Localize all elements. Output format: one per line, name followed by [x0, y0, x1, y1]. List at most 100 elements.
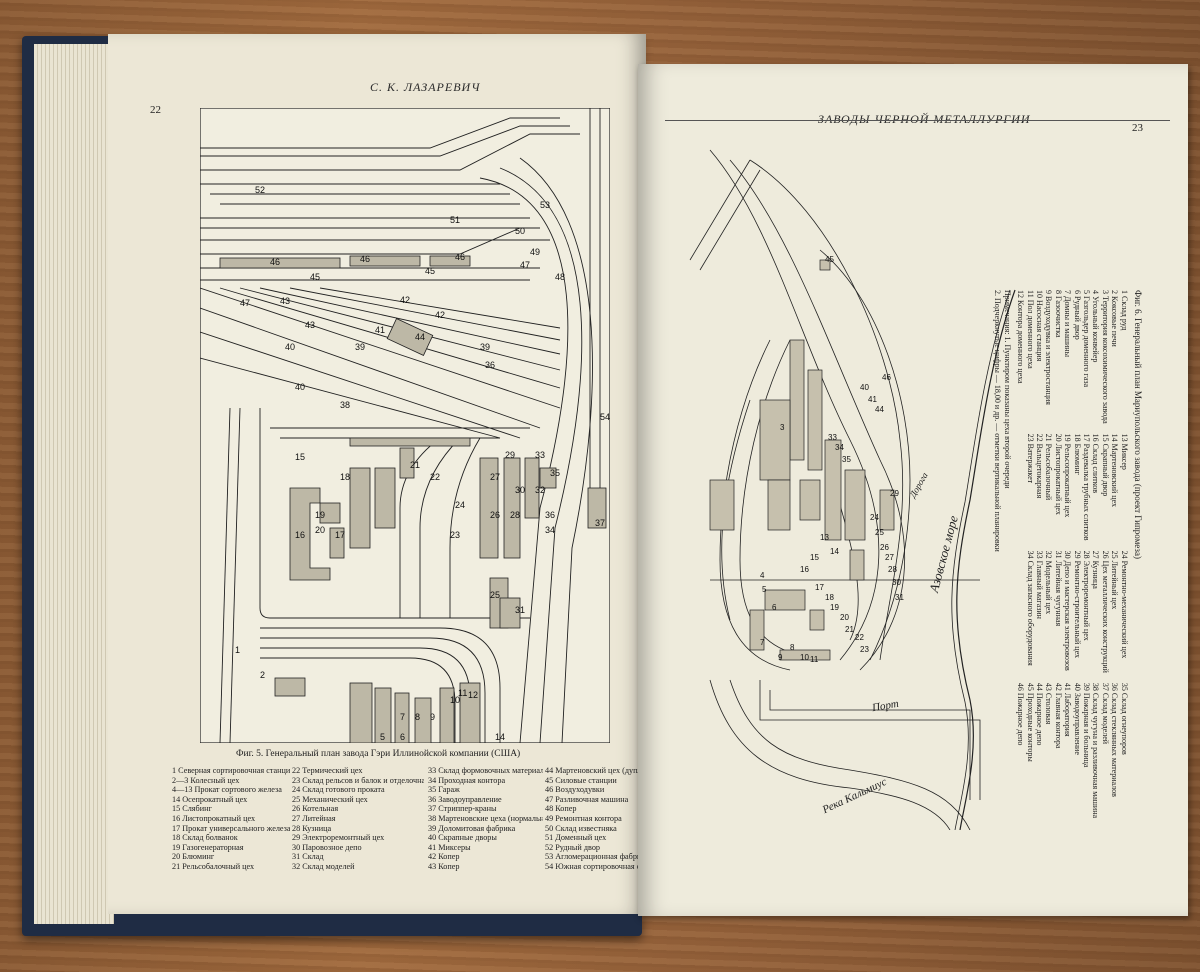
left-plan-number: 14: [495, 732, 505, 742]
left-plan-number: 38: [340, 400, 350, 410]
left-plan-number: 5: [380, 732, 385, 742]
right-figure-caption: Фиг. 6. Генеральный план Мариупольского …: [1133, 290, 1143, 559]
left-plan-number: 8: [415, 712, 420, 722]
right-legend-item: 15 Скрапный двор: [1100, 433, 1110, 497]
right-plan-number: 15: [810, 553, 819, 562]
left-legend-item: 41 Миксеры: [428, 842, 471, 852]
right-legend-item: 43 Столовая: [1044, 682, 1054, 725]
right-plan-number: 23: [860, 645, 869, 654]
left-plan-number: 39: [355, 342, 365, 352]
right-legend-item: 40 Заводоуправление: [1072, 682, 1082, 755]
left-legend-item: 35 Гараж: [428, 785, 460, 795]
left-plan-number: 6: [400, 732, 405, 742]
left-legend-item: 27 Литейная: [292, 813, 336, 823]
right-note: 2. Подчеркнутые цифры — 18,00 и др. — от…: [993, 290, 1003, 552]
right-plan-number: 4: [760, 571, 765, 580]
right-plan-number: 40: [860, 383, 869, 392]
left-legend-item: 48 Копер: [545, 804, 577, 814]
right-legend-item: 21 Рельсобалочный: [1044, 433, 1054, 501]
right-legend-item: 9 Воздуходувка и электростанция: [1044, 290, 1054, 405]
left-legend-item: 47 Разливочная машина: [545, 794, 629, 804]
right-plan-number: 20: [840, 613, 849, 622]
left-plan-number: 42: [435, 310, 445, 320]
left-plan-number: 10: [450, 695, 460, 705]
left-legend-item: 53 Агломерационная фабрика: [545, 852, 640, 862]
right-plan-number: 35: [842, 455, 851, 464]
left-plan-number: 46: [455, 252, 465, 262]
left-legend-item: 28 Кузница: [292, 823, 332, 833]
left-plan-number: 40: [285, 342, 295, 352]
left-plan-number: 9: [430, 712, 435, 722]
right-legend-item: 7 Домны и машины: [1063, 290, 1073, 357]
left-legend-item: 40 Скрапные дворы: [428, 833, 497, 843]
left-plan-number: 1: [235, 645, 240, 655]
right-legend-item: 14 Мартеновский цех: [1110, 433, 1120, 507]
left-legend-item: 2—3 Колесный цех: [172, 775, 240, 785]
right-legend-item: 32 Модельный цех: [1044, 550, 1054, 615]
right-legend-item: 38 Склад чугуна и разливочная машина: [1091, 682, 1101, 819]
left-legend-item: 36 Заводоуправление: [428, 794, 502, 804]
right-legend-item: 34 Склад запасного оборудования: [1025, 550, 1035, 666]
left-plan-number: 24: [455, 500, 465, 510]
right-legend-item: 36 Склад стеклянных материалов: [1110, 682, 1120, 797]
left-legend-item: 1 Северная сортировочная станция: [172, 766, 290, 775]
left-legend-item: 49 Ремонтная контора: [545, 813, 622, 823]
left-legend-column: 33 Склад формовочных материалов литейной…: [428, 766, 543, 872]
left-plan-number: 42: [400, 295, 410, 305]
left-plan-number: 25: [490, 590, 500, 600]
left-legend-item: 50 Склад известняка: [545, 823, 617, 833]
right-plan-number: 33: [828, 433, 837, 442]
left-legend-item: 45 Силовые станции: [545, 775, 617, 785]
left-plan-number: 52: [255, 185, 265, 195]
left-plan-number: 47: [520, 260, 530, 270]
right-plan-number: 31: [895, 593, 904, 602]
right-legend-item: 28 Электроремонтный цех: [1081, 550, 1091, 641]
left-plan-number: 47: [240, 298, 250, 308]
right-plan-number: 17: [815, 583, 824, 592]
left-legend-item: 14 Осепрокатный цех: [172, 794, 248, 804]
right-legend-item: 10 Насосная станция: [1034, 290, 1044, 362]
right-legend-item: 41 Лаборатория: [1063, 682, 1073, 737]
right-plan-number: 30: [892, 578, 901, 587]
right-plan-number: 14: [830, 547, 839, 556]
right-plan-number: 34: [835, 443, 844, 452]
right-legend-item: 8 Газоочистка: [1053, 290, 1063, 338]
right-legend-item: 1 Склад руд: [1119, 290, 1129, 331]
right-legend-item: 6 Рудный двор: [1072, 290, 1082, 340]
right-plan-number: 16: [800, 565, 809, 574]
right-legend-item: 24 Ремонтно-механический цех: [1119, 550, 1129, 659]
right-legend-item: 39 Пожарная и больница: [1081, 682, 1091, 768]
left-legend-item: 21 Рельсобалочный цех: [172, 861, 255, 871]
right-plan-number: 9: [778, 653, 783, 662]
right-legend-item: 16 Склад слитков: [1091, 433, 1101, 494]
left-figure-caption: Фиг. 5. Генеральный план завода Гэри Илл…: [236, 749, 521, 759]
left-legend-item: 30 Паровозное депо: [292, 842, 362, 852]
left-plan-number: 2: [260, 670, 265, 680]
left-legend-item: 37 Стриппер-краны: [428, 804, 497, 814]
right-legend-item: 22 Вальцетокарная: [1034, 433, 1044, 499]
right-legend-item: 18 Блюминг: [1072, 433, 1082, 475]
right-legend-item: 37 Склад моделей: [1100, 682, 1110, 745]
left-plan-number: 41: [375, 325, 385, 335]
right-plan-number: 44: [875, 405, 884, 414]
left-plan-number: 11: [458, 688, 467, 698]
right-legend-item: 17 Раздевалка трубных слитков: [1081, 433, 1091, 541]
right-plan-number: 29: [890, 489, 899, 498]
right-plan-number: 21: [845, 625, 854, 634]
page-edges: [34, 44, 114, 924]
left-legend-item: 20 Блюминг: [172, 852, 215, 862]
left-plan-number: 34: [545, 525, 555, 535]
right-legend-item: 2 Коксовые печи: [1110, 290, 1120, 347]
right-plan-number: 27: [885, 553, 894, 562]
left-plan-number: 39: [480, 342, 490, 352]
right-legend-item: 44 Пожарное депо: [1034, 682, 1044, 746]
right-legend-item: 11 Пол доменного цеха: [1025, 290, 1035, 369]
left-legend-item: 52 Рудный двор: [545, 842, 601, 852]
left-plan-number: 16: [295, 530, 305, 540]
left-legend-item: 33 Склад формовочных материалов литейной: [428, 766, 543, 775]
